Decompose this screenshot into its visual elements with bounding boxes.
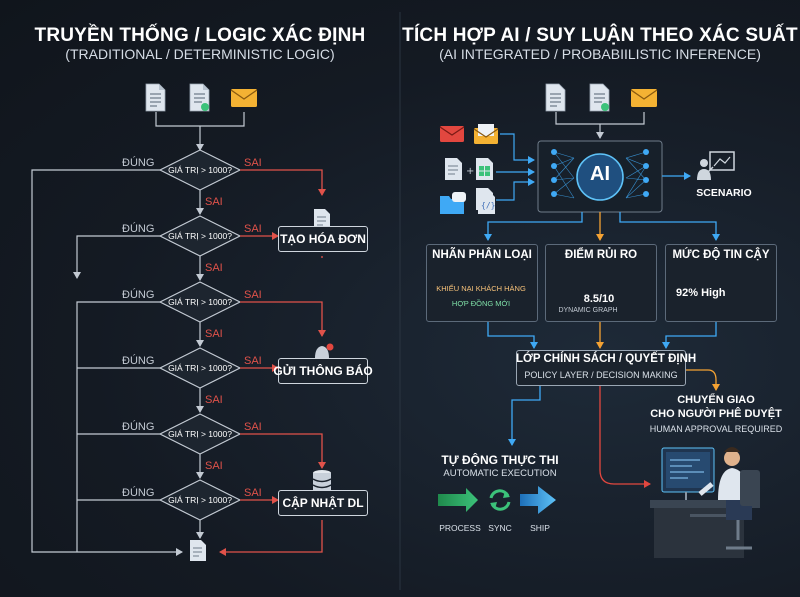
risk-graph-caption: DYNAMIC GRAPH: [558, 307, 618, 314]
code-file-icon: {/}: [478, 192, 495, 214]
no-label: SAI: [205, 394, 223, 406]
no-label: SAI: [244, 157, 262, 169]
unstructured-inputs: + {/}: [439, 124, 499, 214]
sync-icon: [489, 489, 511, 511]
step-ship-label: SHIP: [530, 523, 550, 533]
document-icon: [545, 83, 566, 112]
confidence-panel: [665, 244, 777, 322]
handoff-subtitle: HUMAN APPROVAL REQUIRED: [649, 424, 783, 434]
right-input-icons: [545, 83, 658, 112]
tag-customer-complaint: KHIẾU NẠI KHÁCH HÀNG: [436, 284, 526, 293]
handoff-title-2: CHO NGƯỜI PHÊ DUYỆT: [650, 408, 782, 420]
risk-score-title: ĐIỂM RỦI RO: [564, 249, 638, 261]
yes-label: ĐÚNG: [122, 355, 155, 367]
decision-label-3: GIÁ TRỊ > 1000?: [168, 297, 232, 307]
decision-label-1: GIÁ TRỊ > 1000?: [168, 165, 232, 175]
spreadsheet-icon: [476, 158, 493, 180]
yes-label: ĐÚNG: [122, 223, 155, 235]
left-title: TRUYỀN THỐNG / LOGIC XÁC ĐỊNH: [34, 25, 366, 46]
policy-layer-subtitle: POLICY LAYER / DECISION MAKING: [524, 370, 678, 380]
output-update-data: CẬP NHẬT DL: [278, 490, 368, 516]
ai-neural-network: [537, 140, 663, 213]
document-check-icon: [589, 83, 610, 112]
right-title: TÍCH HỢP AI / SUY LUẬN THEO XÁC SUẤT: [402, 25, 798, 46]
no-label: SAI: [244, 355, 262, 367]
document-icon: [145, 83, 166, 112]
mail-icon: [230, 89, 258, 107]
execution-pipeline: [438, 486, 556, 514]
no-label: SAI: [244, 487, 262, 499]
right-subtitle: (AI INTEGRATED / PROBABIILISTIC INFERENC…: [439, 46, 761, 62]
decision-label-6: GIÁ TRỊ > 1000?: [168, 495, 232, 505]
yes-label: ĐÚNG: [122, 421, 155, 433]
open-mail-icon: [473, 124, 499, 144]
no-label: SAI: [205, 262, 223, 274]
handoff-title-1: CHUYỂN GIAO: [677, 394, 755, 406]
no-label: SAI: [205, 328, 223, 340]
ai-label: AI: [590, 163, 610, 185]
yes-label: ĐÚNG: [122, 157, 155, 169]
confidence-value: 92% High: [676, 287, 726, 299]
left-subtitle: (TRADITIONAL / DETERMINISTIC LOGIC): [65, 46, 335, 62]
process-arrow-icon: [438, 488, 478, 512]
policy-layer-box: [516, 350, 686, 386]
document-lines-icon: [445, 158, 462, 180]
classification-title: NHÃN PHÂN LOẠI: [432, 249, 532, 261]
presenter-icon: [697, 151, 735, 180]
output-send-notification: GỬI THÔNG BÁO: [273, 358, 373, 384]
result-document-icon: [190, 540, 206, 561]
invoice-icon: [314, 209, 330, 230]
no-label: SAI: [244, 223, 262, 235]
classification-panel: [426, 244, 538, 322]
scenario-label: SCENARIO: [696, 187, 752, 199]
no-label: SAI: [244, 289, 262, 301]
no-label: SAI: [205, 460, 223, 472]
database-icon: [312, 470, 332, 494]
decision-label-2: GIÁ TRỊ > 1000?: [168, 231, 232, 241]
no-label: SAI: [244, 421, 262, 433]
risk-score-value: 8.5/10: [583, 293, 615, 305]
ship-arrow-icon: [520, 486, 556, 514]
svg-text:{/}: {/}: [481, 201, 495, 210]
confidence-title: MỨC ĐỘ TIN CẬY: [672, 249, 770, 261]
human-approver-icon: [650, 447, 760, 558]
decision-label-4: GIÁ TRỊ > 1000?: [168, 363, 232, 373]
policy-layer-title: LỚP CHÍNH SÁCH / QUYẾT ĐỊNH: [516, 353, 697, 365]
step-sync-label: SYNC: [488, 523, 512, 533]
left-input-icons: [145, 83, 334, 561]
step-process-label: PROCESS: [439, 523, 481, 533]
mail-red-icon: [439, 126, 465, 142]
decision-label-5: GIÁ TRỊ > 1000?: [168, 429, 232, 439]
svg-text:+: +: [466, 166, 474, 177]
yes-label: ĐÚNG: [122, 289, 155, 301]
mail-icon: [630, 89, 658, 107]
auto-exec-subtitle: AUTOMATIC EXECUTION: [443, 468, 557, 479]
risk-score-panel: [545, 244, 657, 322]
document-check-icon: [189, 83, 210, 112]
folder-chat-icon: [440, 192, 466, 214]
output-create-invoice: TẠO HÓA ĐƠN: [278, 226, 368, 252]
auto-exec-title: TỰ ĐỘNG THỰC THI: [441, 453, 559, 467]
no-label: SAI: [205, 196, 223, 208]
yes-label: ĐÚNG: [122, 487, 155, 499]
tag-new-contract: HỢP ĐỒNG MỚI: [451, 299, 511, 308]
